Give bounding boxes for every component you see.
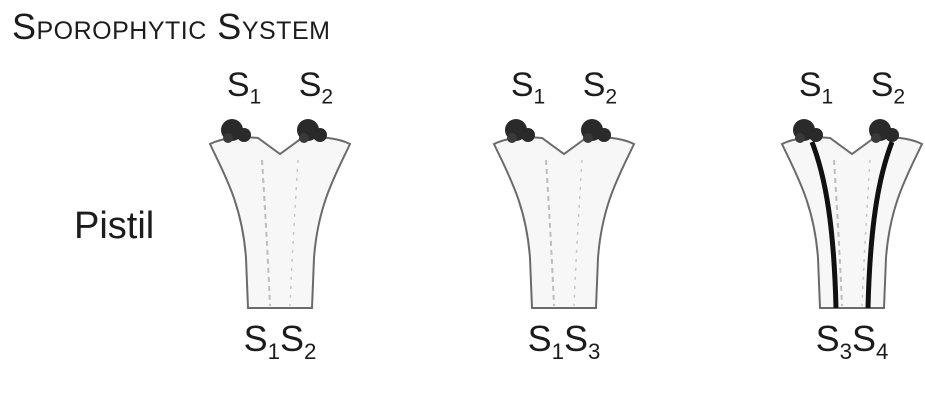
pistil-illustration (742, 108, 925, 318)
pollen-grain (795, 133, 805, 143)
pistil-body (782, 137, 922, 308)
pistil-genotype: S1S3 (454, 318, 674, 365)
pistil-illustration (454, 108, 674, 318)
pollen-labels: S1 S2 (742, 66, 925, 109)
pollen-grain (521, 128, 535, 142)
pollen-label-left: S1 (511, 66, 545, 109)
pollen-label-left: S1 (227, 66, 261, 109)
pollen-label-right: S2 (299, 66, 333, 109)
pollen-grain (583, 133, 593, 143)
pollen-grain (237, 128, 251, 142)
pollen-labels: S1 S2 (170, 66, 390, 109)
pollen-grain (299, 133, 309, 143)
panel-3: S1 S2 S3S4 (742, 60, 925, 390)
pollen-grain (507, 133, 517, 143)
pistil-label: Pistil (74, 205, 154, 248)
diagram-title: Sporophytic System (12, 6, 330, 48)
pistil-illustration (170, 108, 390, 318)
pollen-label-left: S1 (799, 66, 833, 109)
pollen-grain (223, 133, 233, 143)
pollen-label-right: S2 (583, 66, 617, 109)
pollen-grain (313, 128, 327, 142)
pollen-labels: S1 S2 (454, 66, 674, 109)
panel-1: S1 S2 S1S2 (170, 60, 390, 390)
pistil-genotype: S3S4 (742, 318, 925, 365)
pollen-grain (885, 128, 899, 142)
pistil-body (210, 137, 350, 308)
panel-2: S1 S2 S1S3 (454, 60, 674, 390)
pollen-label-right: S2 (871, 66, 905, 109)
pollen-grain (871, 133, 881, 143)
pollen-grain (597, 128, 611, 142)
pistil-genotype: S1S2 (170, 318, 390, 365)
pollen-grain (809, 128, 823, 142)
pistil-body (494, 137, 634, 308)
